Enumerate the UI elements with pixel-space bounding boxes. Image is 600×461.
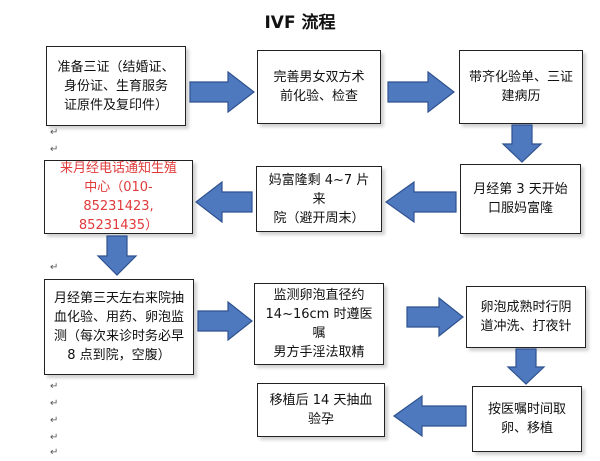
- return-mark: ↵: [50, 432, 59, 443]
- step-pregnancy-test: 移植后 14 天抽血 验孕: [257, 383, 385, 437]
- return-mark: ↵: [50, 144, 59, 155]
- arrow-down-1: [501, 124, 543, 163]
- arrow-left-3: [392, 394, 467, 438]
- return-mark: ↵: [50, 415, 59, 426]
- step-start-contraceptive: 月经第 3 天开始 口服妈富隆: [460, 164, 581, 234]
- step-trigger-shot: 卵泡成熟时行阴 道冲洗、打夜针: [466, 286, 586, 348]
- step-blood-test-monitoring: 月经第三天左右来院抽 血化验、用药、卵泡监 测（每次来诊时务必早 8 点到院，空…: [44, 279, 194, 375]
- return-mark: ↵: [50, 381, 59, 392]
- step-text: 月经第三天左右来院抽 血化验、用药、卵泡监 测（每次来诊时务必早 8 点到院，空…: [53, 291, 184, 363]
- step-pre-op-tests: 完善男女双方术 前化验、检查: [257, 50, 381, 124]
- return-mark: ↵: [50, 398, 59, 409]
- step-phone-notify: 来月经电话通知生殖 中心（010-85231423, 85231435）: [44, 160, 193, 234]
- step-text: 带齐化验单、三证 建病历: [468, 70, 573, 104]
- arrow-right-3: [197, 300, 253, 342]
- arrow-right-1: [189, 70, 255, 114]
- arrow-down-3: [506, 348, 546, 385]
- step-create-medical-record: 带齐化验单、三证 建病历: [459, 50, 583, 124]
- step-prepare-certificates: 准备三证（结婚证、 身份证、生育服务 证原件及复印件）: [46, 46, 186, 126]
- step-text: 准备三证（结婚证、 身份证、生育服务 证原件及复印件）: [57, 59, 175, 113]
- arrow-right-4: [406, 296, 464, 338]
- chart-title: IVF 流程: [264, 13, 336, 33]
- step-text: 月经第 3 天开始 口服妈富隆: [473, 182, 568, 216]
- step-text: 妈富隆剩 4~7 片来 院（避开周末）: [268, 172, 370, 226]
- arrow-left-1: [384, 180, 457, 224]
- step-text-highlighted: 来月经电话通知生殖 中心（010-85231423, 85231435）: [59, 161, 177, 233]
- step-return-visit: 妈富隆剩 4~7 片来 院（避开周末）: [256, 166, 382, 232]
- step-follicle-monitoring: 监测卵泡直径约 14~16cm 时遵医嘱 男方手淫法取精: [254, 283, 384, 365]
- step-text: 卵泡成熟时行阴 道冲洗、打夜针: [480, 300, 572, 334]
- step-text: 移植后 14 天抽血 验孕: [269, 393, 373, 427]
- step-text: 监测卵泡直径约 14~16cm 时遵医嘱 男方手淫法取精: [265, 288, 373, 360]
- arrow-left-2: [195, 180, 253, 224]
- return-mark: ↵: [50, 447, 59, 458]
- step-egg-retrieval-transfer: 按医嘱时间取 卵、移植: [472, 386, 582, 452]
- step-text: 完善男女双方术 前化验、检查: [273, 70, 365, 104]
- arrow-right-2: [387, 70, 455, 114]
- arrow-down-2: [96, 235, 138, 276]
- return-mark: ↵: [50, 262, 59, 273]
- step-text: 按医嘱时间取 卵、移植: [487, 402, 566, 436]
- return-mark: ↵: [50, 127, 59, 138]
